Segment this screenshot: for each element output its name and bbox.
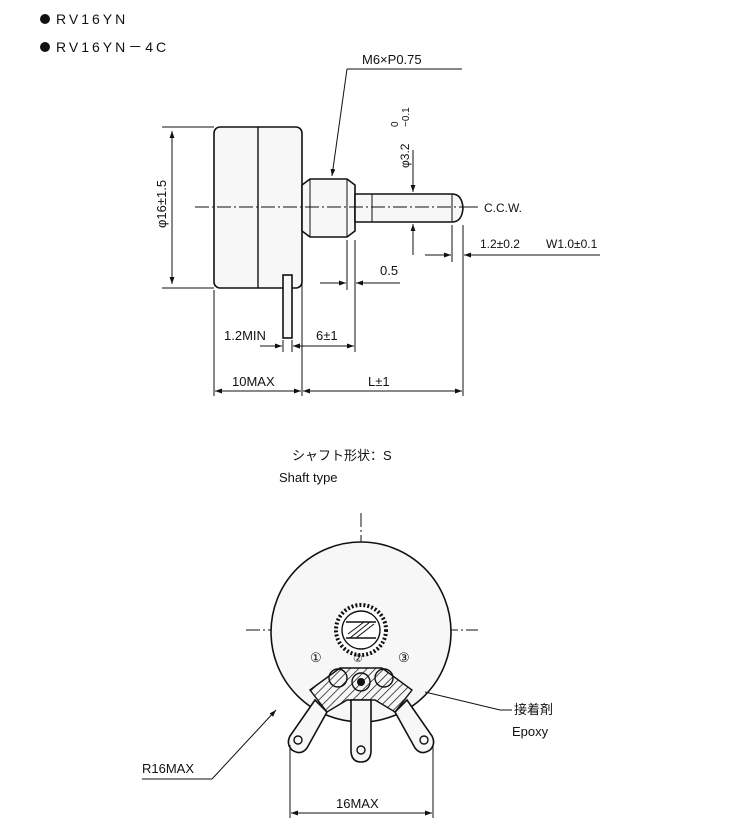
shaft-tol-upper: 0 bbox=[390, 121, 401, 127]
terminal-2-label: ② bbox=[353, 653, 363, 665]
shaft-length-label: L±1 bbox=[368, 374, 390, 389]
slot-w-label: W1.0±0.1 bbox=[546, 237, 598, 251]
side-view: φ16±1.5 M6×P0.75 φ3.2 0 −0.1 C.C.W. 1.2±… bbox=[154, 52, 600, 396]
terminal-1-label: ① bbox=[310, 650, 322, 665]
terminal-pin bbox=[282, 274, 293, 339]
bullet-icon bbox=[40, 42, 50, 52]
direction-label: C.C.W. bbox=[484, 201, 522, 215]
shaft-type-en: Shaft type bbox=[279, 470, 338, 485]
terminal-min-label: 1.2MIN bbox=[224, 328, 266, 343]
terminal-3-label: ③ bbox=[398, 650, 410, 665]
width-label: 16MAX bbox=[336, 796, 379, 811]
front-view: ① ② ③ 接着剤 Epoxy R16MAX 16MAX bbox=[142, 513, 553, 818]
bullet-icon bbox=[40, 14, 50, 24]
shaft-type-jp: シャフト形状：S bbox=[292, 448, 392, 463]
shaft-knurl bbox=[334, 603, 388, 657]
radius-label: R16MAX bbox=[142, 761, 194, 776]
shaft-tol-lower: −0.1 bbox=[401, 107, 412, 127]
terminal-lug-2 bbox=[350, 699, 372, 763]
flat-depth-label: 0.5 bbox=[380, 263, 398, 278]
model-label-2: RV16YN－4C bbox=[56, 39, 169, 55]
model-label-1: RV16YN bbox=[56, 11, 128, 27]
thread-length-label: 6±1 bbox=[316, 328, 338, 343]
terminal-lug-3 bbox=[394, 698, 435, 754]
shaft bbox=[354, 193, 464, 223]
adhesive-jp-label: 接着剤 bbox=[514, 702, 553, 717]
body-length-label: 10MAX bbox=[232, 374, 275, 389]
shaft-diameter-label: φ3.2 bbox=[398, 143, 412, 168]
slot-width-label: 1.2±0.2 bbox=[480, 237, 520, 251]
terminal-lug-1 bbox=[287, 698, 328, 754]
thread-spec-label: M6×P0.75 bbox=[362, 52, 422, 67]
model-list: RV16YN RV16YN－4C bbox=[40, 11, 169, 55]
adhesive-en-label: Epoxy bbox=[512, 724, 549, 739]
body-diameter-label: φ16±1.5 bbox=[154, 180, 169, 228]
